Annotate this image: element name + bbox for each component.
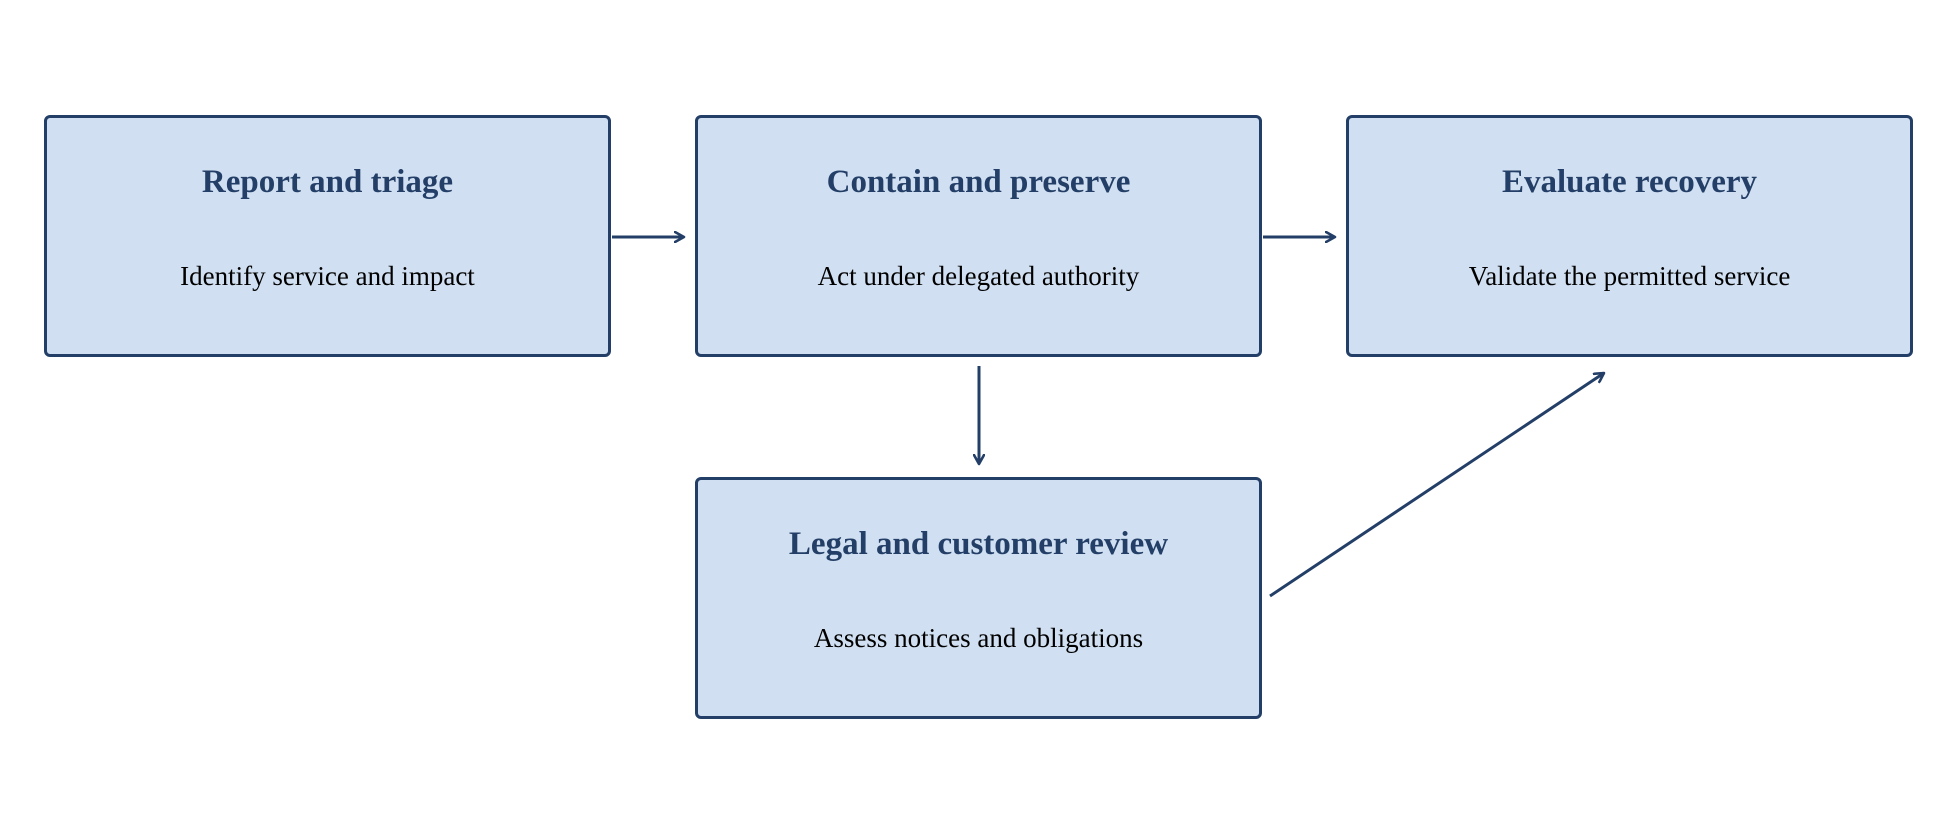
edge-legal-to-evaluate bbox=[1269, 373, 1604, 598]
node-evaluate-recovery: Evaluate recovery Validate the permitted… bbox=[1346, 115, 1913, 357]
node-description: Assess notices and obligations bbox=[813, 623, 1144, 653]
node-description: Validate the permitted service bbox=[1468, 261, 1791, 291]
node-title: Contain and preserve bbox=[826, 164, 1131, 200]
node-report-and-triage: Report and triage Identify service and i… bbox=[44, 115, 611, 357]
node-description: Identify service and impact bbox=[180, 261, 475, 291]
node-title: Legal and customer review bbox=[788, 526, 1169, 562]
node-title: Report and triage bbox=[201, 164, 454, 200]
node-contain-and-preserve: Contain and preserve Act under delegated… bbox=[695, 115, 1262, 357]
node-description: Act under delegated authority bbox=[817, 261, 1140, 291]
node-legal-and-customer-review: Legal and customer review Assess notices… bbox=[695, 477, 1262, 719]
node-title: Evaluate recovery bbox=[1501, 164, 1758, 200]
